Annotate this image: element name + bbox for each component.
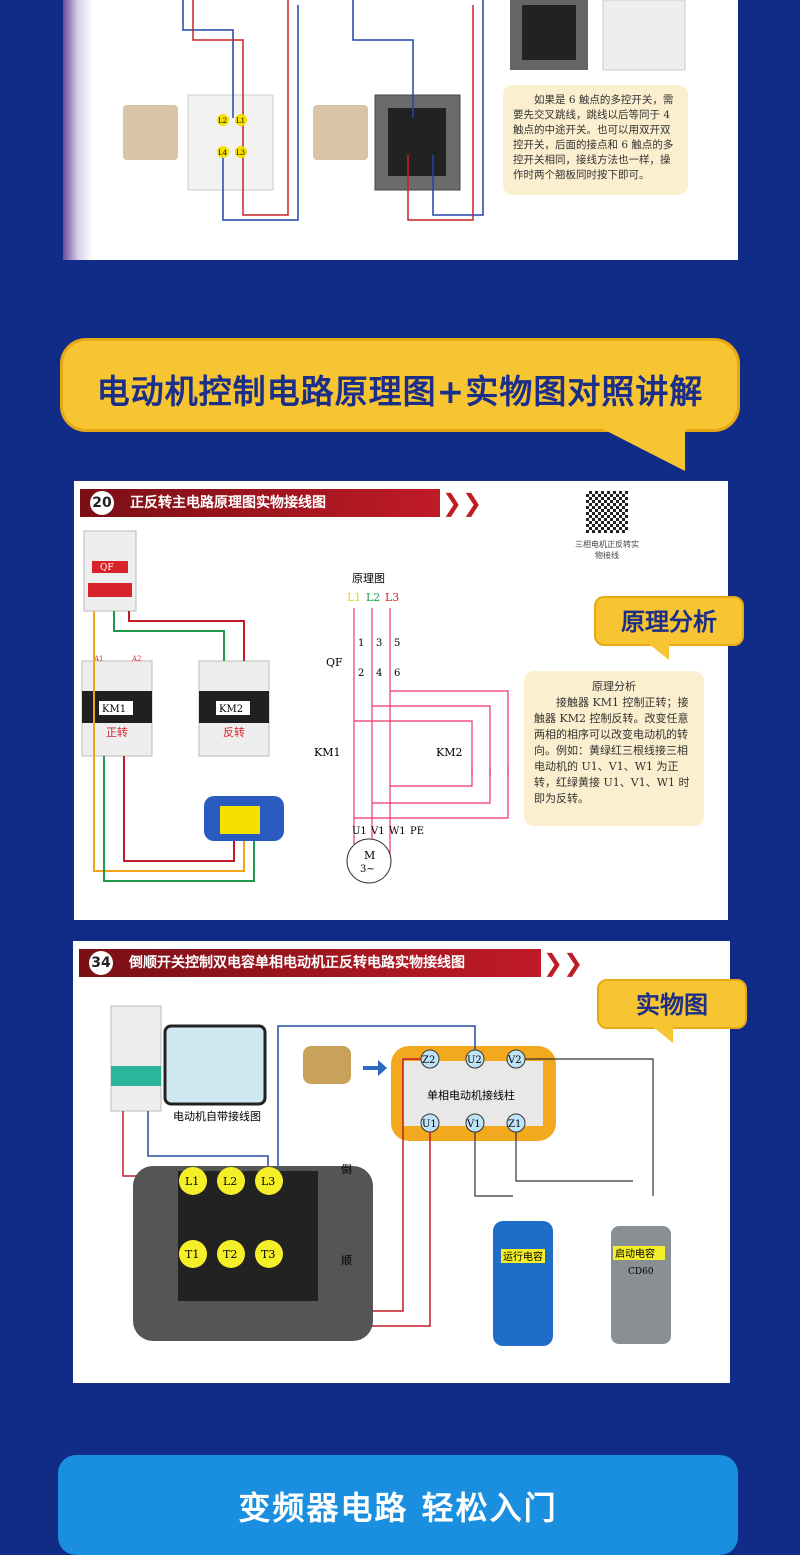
svg-text:KM2: KM2 bbox=[219, 704, 243, 715]
box-terminals: Z2 U2 V2 U1 V1 Z1 bbox=[420, 1049, 526, 1133]
svg-text:V1: V1 bbox=[370, 826, 385, 837]
svg-text:A2: A2 bbox=[131, 655, 142, 663]
svg-text:L3: L3 bbox=[236, 149, 245, 157]
svg-text:L1: L1 bbox=[185, 1175, 199, 1188]
svg-text:启动电容: 启动电容 bbox=[615, 1247, 655, 1260]
svg-text:KM2: KM2 bbox=[436, 746, 462, 759]
switch-terminals: L1 L2 L3 T1 T2 T3 bbox=[179, 1167, 283, 1268]
svg-text:L4: L4 bbox=[218, 149, 228, 157]
next-section-button[interactable]: 变频器电路 轻松入门 bbox=[58, 1455, 738, 1555]
svg-text:KM1: KM1 bbox=[102, 704, 126, 715]
figure-34-header: 34 倒顺开关控制双电容单相电动机正反转电路实物接线图 bbox=[79, 949, 541, 977]
svg-text:T1: T1 bbox=[185, 1248, 199, 1261]
figure-number: 34 bbox=[89, 951, 113, 975]
svg-text:PE: PE bbox=[410, 826, 424, 837]
figure-34-panel: 34 倒顺开关控制双电容单相电动机正反转电路实物接线图 ❯❯ 实物图 电动机自带… bbox=[73, 941, 747, 1383]
svg-text:1: 1 bbox=[358, 638, 364, 649]
svg-text:Z2: Z2 bbox=[422, 1055, 435, 1066]
svg-text:L3: L3 bbox=[385, 591, 399, 604]
svg-text:正转: 正转 bbox=[106, 725, 128, 739]
switch-note: 如果是 6 触点的多控开关，需要先交叉跳线，跳线以后等同于 4 触点的中途开关。… bbox=[503, 85, 688, 195]
svg-text:6: 6 bbox=[394, 668, 400, 679]
chevron-icon: ❯❯ bbox=[442, 489, 483, 517]
switch-wiring-panel: L2 L1 L4 L3 如果是 6 触点的多控开关，需要先交叉跳线，跳线以后等同… bbox=[63, 0, 738, 260]
svg-text:5: 5 bbox=[394, 638, 400, 649]
svg-text:Z1: Z1 bbox=[508, 1119, 521, 1130]
svg-text:U1: U1 bbox=[422, 1119, 437, 1130]
svg-text:电动机自带接线图: 电动机自带接线图 bbox=[173, 1109, 261, 1123]
svg-text:L2: L2 bbox=[223, 1175, 237, 1188]
analysis-note-body: 接触器 KM1 控制正转；接触器 KM2 控制反转。改变任意两相的相序可以改变电… bbox=[534, 696, 690, 805]
figure-title: 正反转主电路原理图实物接线图 bbox=[130, 495, 326, 511]
svg-text:3~: 3~ bbox=[360, 864, 375, 875]
svg-text:A1: A1 bbox=[93, 655, 104, 663]
svg-text:QF: QF bbox=[100, 563, 114, 573]
analysis-note-title: 原理分析 bbox=[592, 680, 636, 693]
svg-text:M: M bbox=[364, 849, 375, 862]
switch-wiring-illustration: L2 L1 L4 L3 bbox=[123, 0, 484, 221]
tag-tail bbox=[649, 644, 669, 660]
figure-20-panel: 20 正反转主电路原理图实物接线图 ❯❯ 三相电机正反转实物接线 原理分析 QF… bbox=[74, 481, 744, 920]
analysis-note: 原理分析 接触器 KM1 控制正转；接触器 KM2 控制反转。改变任意两相的相序… bbox=[524, 671, 704, 826]
svg-text:W1: W1 bbox=[389, 826, 406, 837]
svg-text:单相电动机接线柱: 单相电动机接线柱 bbox=[427, 1088, 515, 1102]
schematic-diagram: 原理图 L1 L2 L3 QF 1 3 5 2 4 6 KM1 KM2 U1 V… bbox=[314, 572, 509, 884]
svg-text:V1: V1 bbox=[466, 1119, 481, 1130]
decorative-strip bbox=[63, 0, 93, 260]
svg-text:V2: V2 bbox=[507, 1055, 522, 1066]
figure-title: 倒顺开关控制双电容单相电动机正反转电路实物接线图 bbox=[129, 955, 465, 971]
banner-tail bbox=[595, 425, 685, 471]
figure-number: 20 bbox=[90, 491, 114, 515]
svg-text:L2: L2 bbox=[366, 591, 380, 604]
analysis-tag: 原理分析 bbox=[594, 596, 744, 646]
svg-text:反转: 反转 bbox=[223, 725, 245, 739]
svg-text:KM1: KM1 bbox=[314, 746, 340, 759]
section-banner: 电动机控制电路原理图+实物图对照讲解 bbox=[60, 338, 740, 432]
svg-text:L1: L1 bbox=[236, 117, 245, 125]
svg-text:L2: L2 bbox=[218, 117, 227, 125]
chevron-icon: ❯❯ bbox=[543, 949, 584, 977]
wiring-photo: QF KM1 正转 KM2 反转 A1 A2 bbox=[81, 530, 284, 882]
svg-text:L1: L1 bbox=[347, 591, 361, 604]
svg-text:顺: 顺 bbox=[341, 1254, 352, 1267]
switch-photos bbox=[510, 0, 686, 71]
svg-text:CD60: CD60 bbox=[628, 1267, 654, 1277]
tag-tail bbox=[653, 1027, 673, 1043]
svg-text:U1: U1 bbox=[352, 826, 367, 837]
svg-text:T2: T2 bbox=[223, 1248, 237, 1261]
svg-text:3: 3 bbox=[376, 638, 382, 649]
svg-text:4: 4 bbox=[376, 668, 382, 679]
svg-text:倒: 倒 bbox=[341, 1163, 352, 1176]
qr-code-icon bbox=[586, 491, 628, 533]
banner-title: 电动机控制电路原理图+实物图对照讲解 bbox=[96, 372, 704, 411]
svg-text:U2: U2 bbox=[467, 1055, 482, 1066]
wiring-photo: 电动机自带接线图 单相电动机接线柱 Z2 U2 V2 U1 V1 Z1 L1 L… bbox=[110, 1005, 671, 1346]
svg-text:运行电容: 运行电容 bbox=[503, 1250, 543, 1263]
svg-text:原理图: 原理图 bbox=[352, 572, 385, 585]
qr-caption: 三相电机正反转实物接线 bbox=[575, 540, 639, 560]
svg-text:2: 2 bbox=[358, 668, 364, 679]
photo-tag: 实物图 bbox=[597, 979, 747, 1029]
next-section-label: 变频器电路 轻松入门 bbox=[238, 1489, 558, 1527]
figure-20-header: 20 正反转主电路原理图实物接线图 bbox=[80, 489, 440, 517]
svg-text:T3: T3 bbox=[261, 1248, 275, 1261]
svg-text:QF: QF bbox=[326, 656, 343, 669]
svg-text:L3: L3 bbox=[261, 1175, 275, 1188]
